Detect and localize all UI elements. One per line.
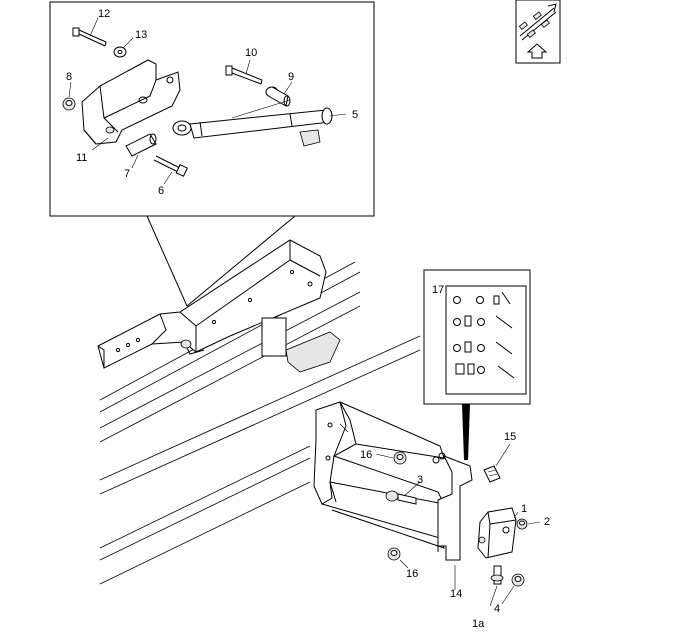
callout-10: 10: [245, 47, 257, 59]
callout-16-top: 16: [360, 449, 372, 461]
spacer-9-icon: [265, 81, 293, 107]
instruction-label-17: 17: [423, 269, 531, 460]
callout-11: 11: [76, 152, 87, 164]
support-frame-icon: [313, 401, 446, 549]
callout-7: 7: [124, 168, 130, 180]
label-pointer-icon: [462, 404, 470, 460]
callout-4: 4: [494, 603, 500, 615]
callout-6: 6: [158, 185, 164, 197]
detail-inset: [49, 1, 375, 307]
callout-14: 14: [450, 588, 462, 600]
main-callouts: 15 16 3 1 2 16 14 4 1a: [360, 431, 550, 630]
callout-13: 13: [135, 29, 147, 41]
callout-16-bottom: 16: [406, 568, 418, 580]
callout-12: 12: [98, 8, 110, 20]
callout-1a: 1a: [472, 618, 485, 630]
nut-4-icon: [501, 573, 525, 605]
bolt-3-icon: [385, 481, 421, 505]
nut-16-top-icon: [375, 451, 407, 465]
orientation-decal-icon: [515, 0, 561, 64]
callout-5: 5: [352, 109, 358, 121]
callout-9: 9: [288, 71, 294, 83]
bolt-10-icon: [225, 59, 263, 85]
cylinder-5-icon: [172, 99, 347, 147]
callout-1: 1: [521, 503, 527, 515]
pin-7-icon: [125, 133, 157, 169]
inset-callouts: 12 13 8 10 9 5 11 7 6: [66, 8, 358, 197]
nut-8-icon: [62, 81, 76, 111]
label-15-icon: [483, 443, 511, 483]
callout-8: 8: [66, 71, 72, 83]
nut-16-bottom-icon: [387, 547, 409, 569]
main-mounting-arm-icon: [97, 239, 341, 373]
callout-15: 15: [504, 431, 516, 443]
bolt-12-icon: [72, 17, 107, 47]
bracket-plate-14-icon: [437, 455, 473, 590]
callout-17: 17: [432, 284, 444, 296]
bracket-11-icon: [81, 59, 181, 151]
nut-2-icon: [516, 518, 541, 530]
label-decal-icon: [453, 291, 515, 379]
callout-3: 3: [417, 474, 423, 486]
fitting-1a-icon: [489, 565, 504, 607]
valve-block-1-icon: [477, 507, 519, 559]
callout-2: 2: [544, 516, 550, 528]
washer-13-icon: [113, 37, 134, 58]
bolt-6-icon: [153, 155, 188, 185]
